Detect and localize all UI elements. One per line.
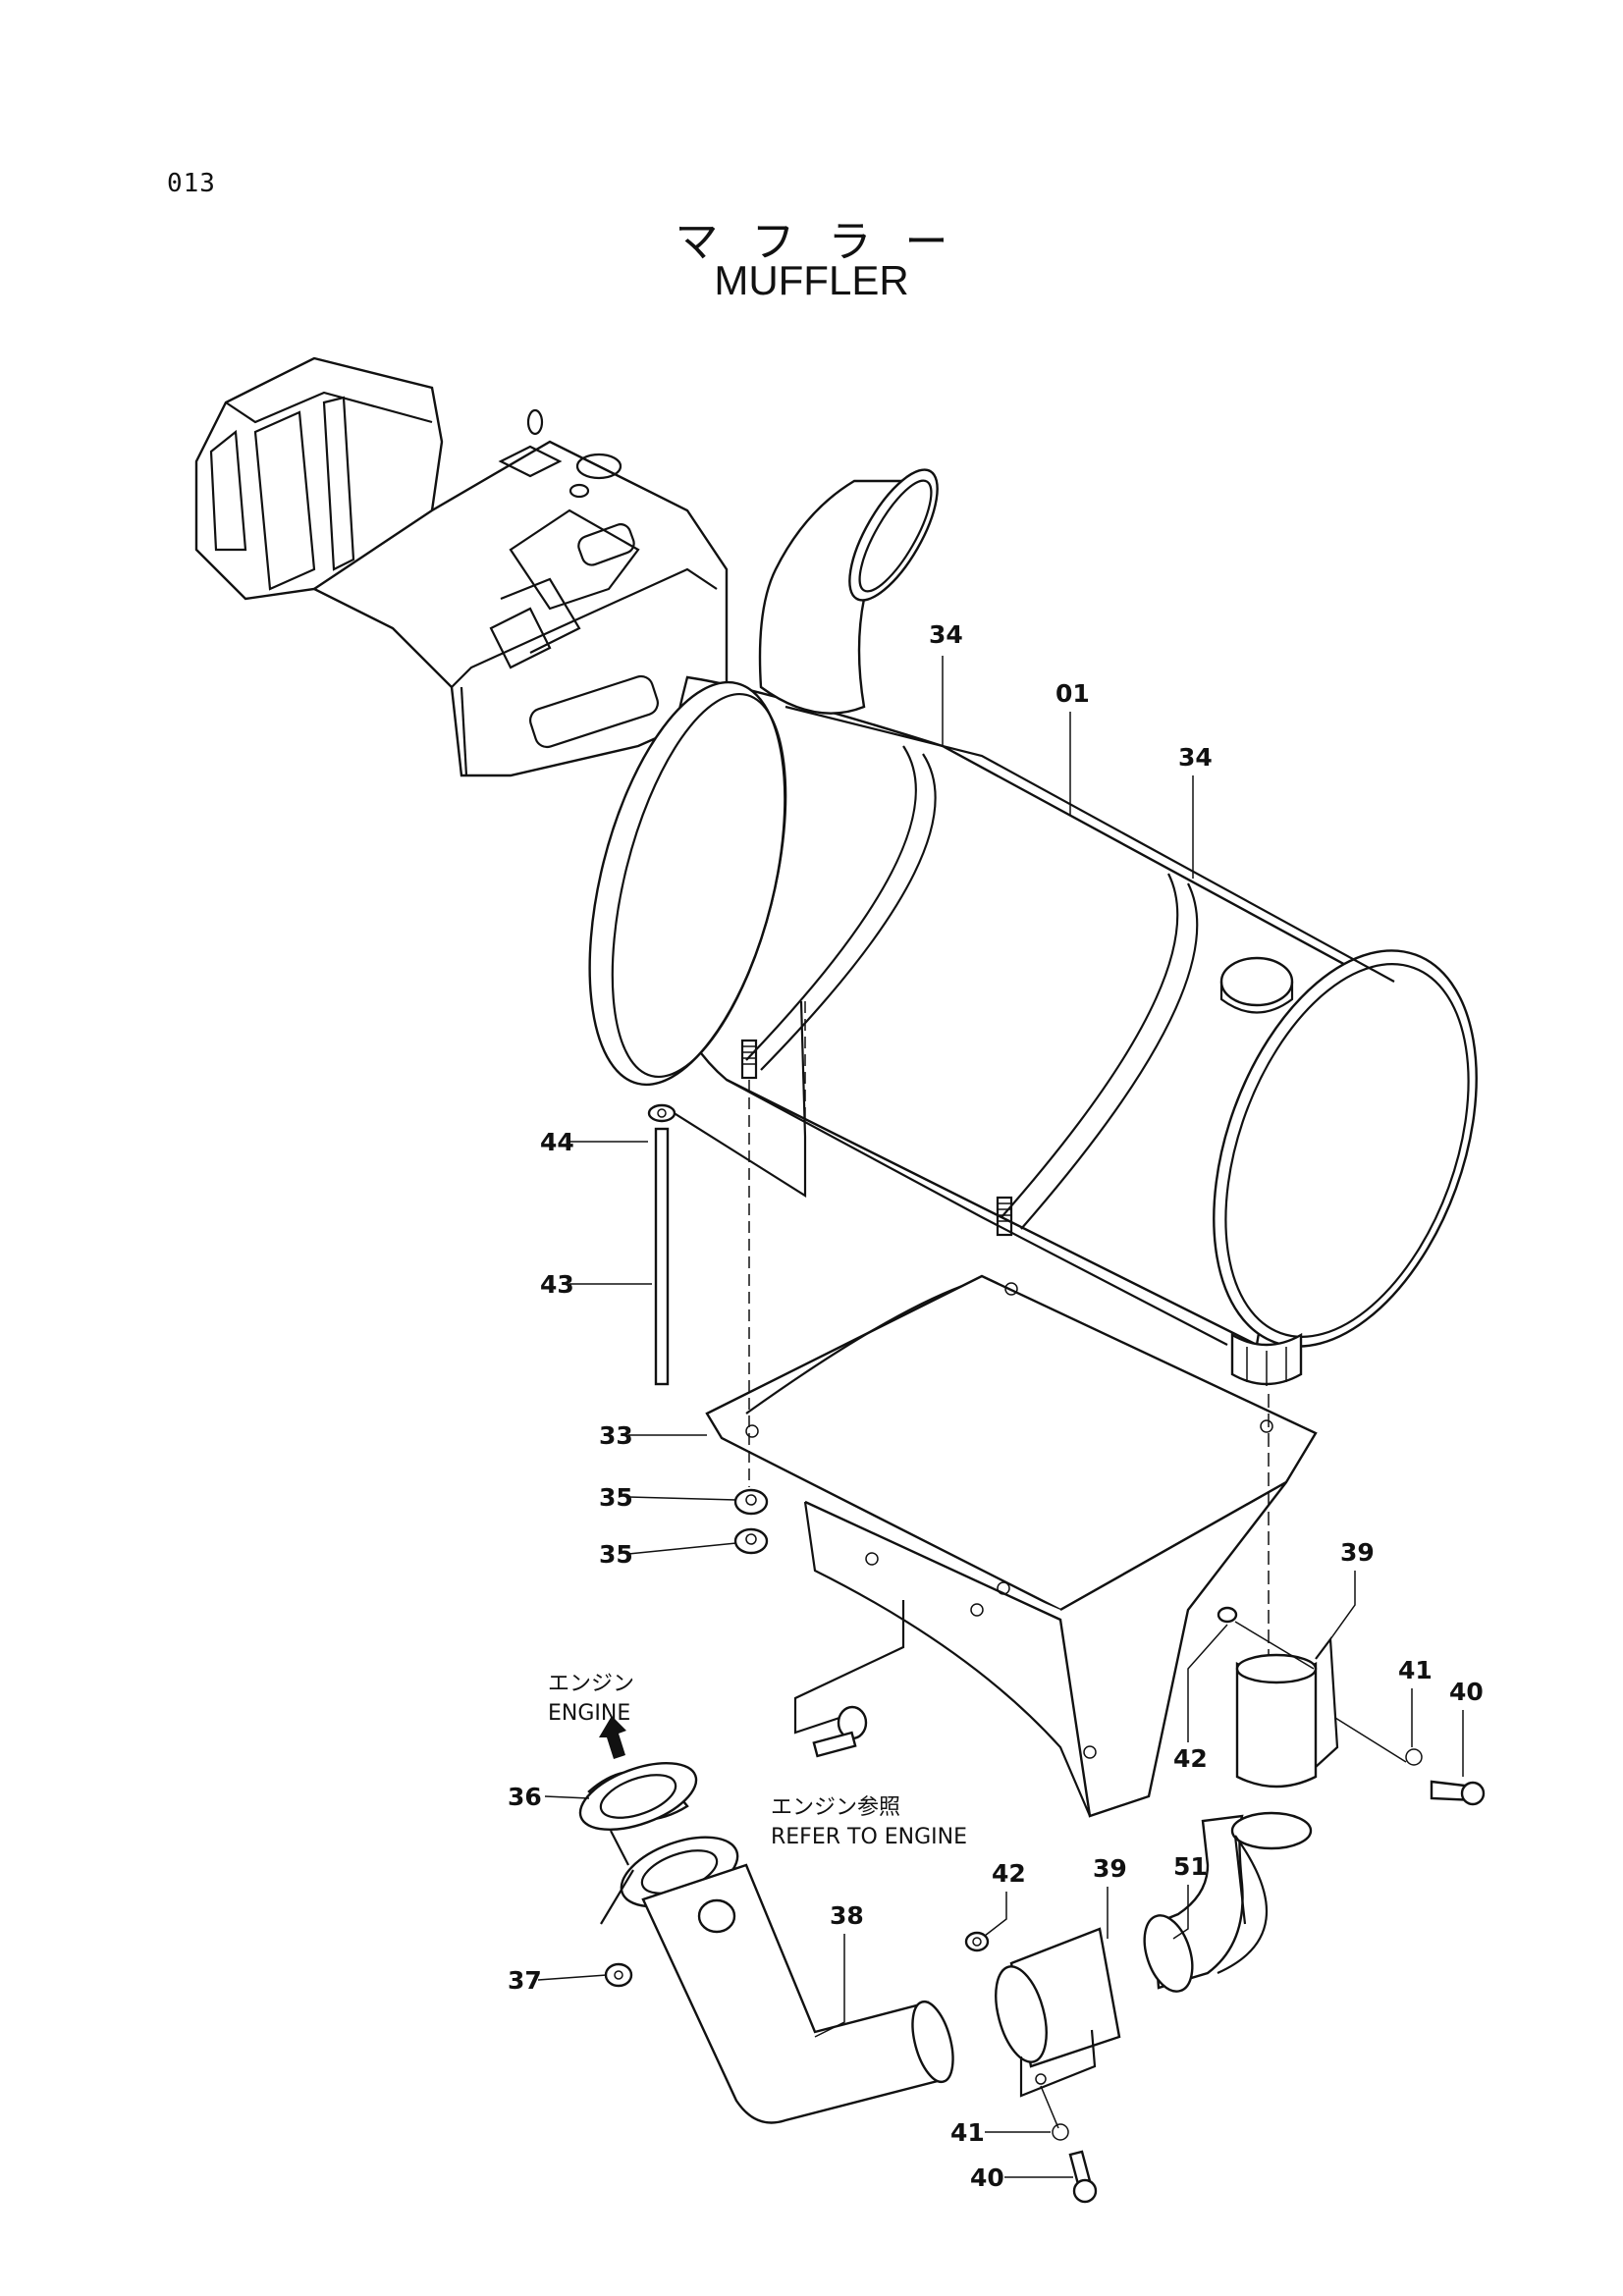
engine-label-jp: エンジン: [548, 1672, 634, 1696]
outlet-clamp-assembly: [1143, 1394, 1486, 1993]
callout-41-upper: 41: [1398, 1656, 1433, 1684]
callout-36: 36: [508, 1783, 542, 1811]
callout-41-lower: 41: [950, 2118, 985, 2147]
engine-reference-bolt-drawing: [793, 1600, 905, 1758]
engine-direction-arrow-icon: [599, 1716, 626, 1759]
rod-and-nut-drawing: [647, 1000, 807, 1386]
callout-42-lower: 42: [992, 1859, 1026, 1888]
callout-38: 38: [830, 1901, 864, 1930]
callout-40-lower: 40: [970, 2163, 1004, 2192]
callout-40-upper: 40: [1449, 1678, 1484, 1706]
callout-51: 51: [1173, 1852, 1208, 1881]
bracket-drawing: [705, 1274, 1318, 1818]
callout-43: 43: [540, 1270, 574, 1299]
engine-label-en: ENGINE: [548, 1701, 630, 1726]
middle-clamp-drawing: [964, 1927, 1121, 2204]
callout-35-lower: 35: [599, 1540, 633, 1569]
title-japanese: マフラー: [675, 217, 982, 267]
exhaust-pipe-assembly: [578, 1716, 954, 2124]
page-number: 013: [167, 169, 216, 198]
refer-engine-label-en: REFER TO ENGINE: [771, 1825, 967, 1849]
title-english: MUFFLER: [714, 257, 909, 303]
engine-notes: エンジン ENGINE エンジン参照 REFER TO ENGINE: [548, 1672, 967, 1849]
refer-engine-label-jp: エンジン参照: [771, 1795, 900, 1820]
callout-01: 01: [1055, 679, 1090, 708]
callout-44: 44: [540, 1128, 574, 1156]
callout-35-upper: 35: [599, 1483, 633, 1512]
callout-37: 37: [508, 1966, 542, 1995]
callout-39-lower: 39: [1093, 1854, 1127, 1883]
nuts-35-drawing: [733, 1488, 769, 1555]
callout-leaders: [537, 656, 1464, 2178]
muffler-body: [588, 468, 1478, 1386]
callout-34-upper-right: 34: [1178, 743, 1213, 772]
callout-numbers: 34 01 34 44 43 33 35 35 39 41 40 42 36 3…: [508, 620, 1484, 2192]
callout-42-upper: 42: [1173, 1744, 1208, 1773]
callout-33: 33: [599, 1421, 633, 1450]
excavator-overview-drawing: [194, 356, 729, 777]
callout-34-upper-left: 34: [929, 620, 963, 649]
callout-39-upper: 39: [1340, 1538, 1375, 1567]
